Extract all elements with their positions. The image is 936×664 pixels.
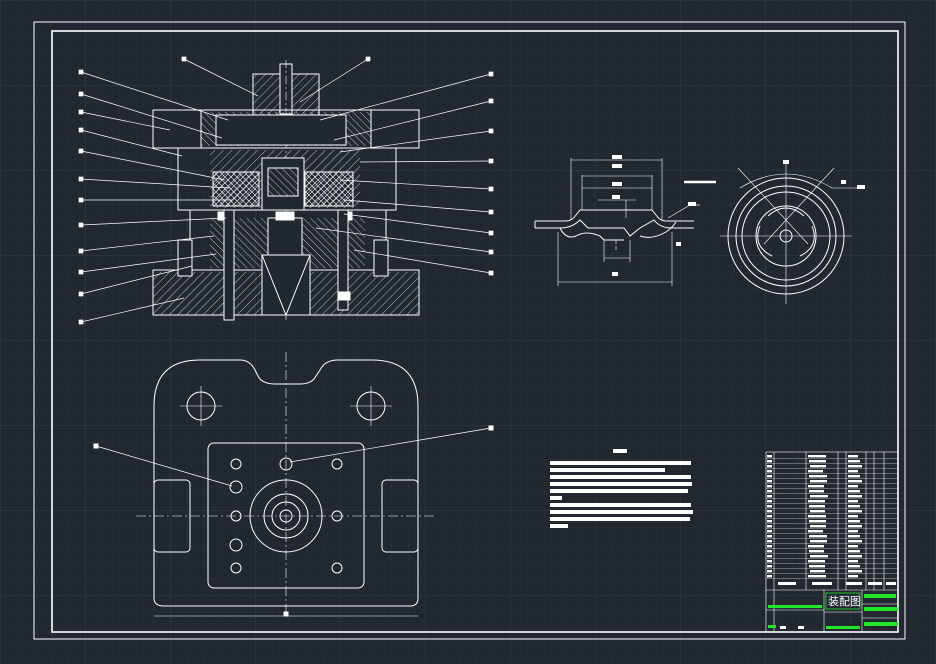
parts-row-cell: [808, 515, 826, 518]
parts-row-cell: [808, 500, 825, 503]
parts-row-cell: [767, 465, 772, 468]
parts-row-cell: [848, 455, 858, 458]
parts-row-cell: [810, 525, 826, 528]
parts-row-cell: [767, 470, 772, 473]
parts-row-cell: [767, 555, 772, 558]
parts-row-cell: [848, 475, 860, 478]
assembly-section-view[interactable]: [152, 60, 420, 321]
parts-row-cell: [809, 520, 826, 523]
parts-row-cell: [809, 535, 827, 538]
parts-row-cell: [848, 460, 860, 463]
parts-row-cell: [848, 490, 860, 493]
parts-row-cell: [767, 475, 772, 478]
parts-row-cell: [808, 560, 825, 563]
parts-row-cell: [809, 505, 825, 508]
parts-row-cell: [767, 485, 772, 488]
parts-row-cell: [848, 465, 862, 468]
parts-row-cell: [767, 480, 772, 483]
parts-row-cell: [767, 495, 772, 498]
parts-row-cell: [848, 495, 862, 498]
drawing-title: 装配图: [828, 595, 861, 608]
parts-row-cell: [767, 490, 772, 493]
parts-row-cell: [848, 570, 862, 573]
parts-row-cell: [767, 535, 772, 538]
drawing-frame: [33, 21, 906, 640]
parts-row-cell: [810, 570, 825, 573]
parts-row-cell: [767, 560, 772, 563]
parts-row-cell: [808, 545, 824, 548]
assembly-plan-view[interactable]: [93, 352, 494, 617]
parts-row-cell: [808, 485, 824, 488]
parts-row-cell: [767, 510, 772, 513]
parts-row-cell: [810, 495, 828, 498]
parts-list-rows: [766, 455, 898, 579]
parts-row-cell: [808, 470, 823, 473]
parts-row-cell: [767, 570, 772, 573]
part-section-view[interactable]: [534, 155, 700, 286]
parts-row-cell: [810, 480, 827, 483]
technical-notes: [550, 449, 693, 528]
parts-row-cell: [767, 455, 772, 458]
parts-row-cell: [809, 490, 824, 493]
parts-row-cell: [767, 505, 772, 508]
parts-row-cell: [848, 510, 862, 513]
parts-row-cell: [848, 470, 858, 473]
parts-row-cell: [767, 530, 772, 533]
parts-row-cell: [767, 550, 772, 553]
parts-list-table[interactable]: [765, 451, 899, 633]
parts-row-cell: [848, 485, 858, 488]
parts-row-cell: [767, 545, 772, 548]
parts-row-cell: [767, 540, 772, 543]
parts-row-cell: [848, 500, 858, 503]
parts-row-cell: [809, 565, 825, 568]
parts-row-cell: [810, 540, 827, 543]
parts-row-cell: [848, 550, 860, 553]
parts-row-cell: [848, 565, 860, 568]
parts-row-cell: [848, 560, 858, 563]
parts-row-cell: [810, 465, 826, 468]
parts-row-cell: [848, 545, 858, 548]
parts-row-cell: [810, 555, 828, 558]
parts-row-cell: [809, 550, 824, 553]
parts-row-cell: [810, 510, 825, 513]
parts-row-cell: [767, 565, 772, 568]
parts-row-cell: [809, 460, 826, 463]
part-top-view[interactable]: [684, 160, 865, 304]
parts-row-cell: [848, 530, 858, 533]
parts-row-cell: [767, 575, 772, 578]
parts-row-cell: [767, 525, 772, 528]
parts-row-cell: [848, 515, 858, 518]
parts-row-cell: [848, 520, 860, 523]
section-leader-lines: [78, 56, 494, 325]
parts-row-cell: [808, 455, 826, 458]
parts-row-cell: [767, 520, 772, 523]
parts-row-cell: [809, 475, 827, 478]
parts-row-cell: [767, 500, 772, 503]
parts-row-cell: [848, 525, 862, 528]
parts-row-cell: [848, 480, 862, 483]
parts-row-cell: [848, 540, 862, 543]
parts-row-cell: [848, 535, 860, 538]
parts-row-cell: [848, 505, 860, 508]
parts-row-cell: [767, 460, 772, 463]
title-block: 装配图: [768, 582, 898, 629]
parts-row-cell: [848, 555, 862, 558]
parts-row-cell: [767, 515, 772, 518]
parts-row-cell: [848, 575, 858, 578]
parts-row-cell: [808, 530, 823, 533]
parts-row-cell: [808, 575, 826, 578]
